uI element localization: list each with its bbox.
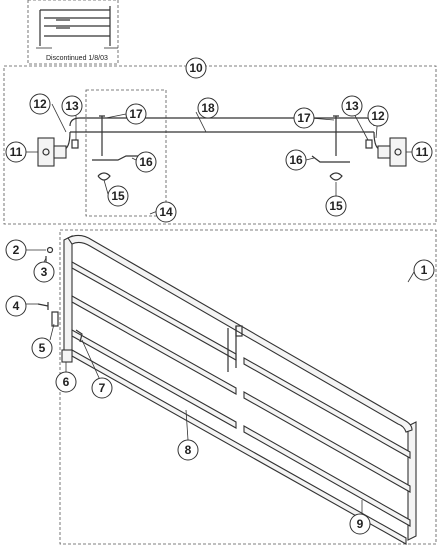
svg-text:7: 7 [99, 381, 106, 395]
svg-text:5: 5 [39, 341, 46, 355]
callout-12-right: 12 [367, 105, 389, 127]
callout-10: 10 [185, 57, 207, 79]
callout-1: 1 [413, 259, 435, 281]
svg-text:11: 11 [10, 145, 23, 159]
side-rail [63, 234, 417, 545]
svg-text:16: 16 [289, 153, 303, 167]
callout-16-left: 16 [135, 151, 157, 173]
svg-text:16: 16 [139, 155, 153, 169]
svg-text:8: 8 [185, 443, 192, 457]
callout-2: 2 [5, 239, 27, 261]
svg-text:15: 15 [329, 199, 343, 213]
assembly-1-frame [59, 229, 437, 545]
callout-8: 8 [177, 439, 199, 461]
rod-18 [61, 117, 383, 151]
end-bracket-left [37, 137, 67, 167]
svg-text:13: 13 [65, 99, 79, 113]
svg-text:6: 6 [63, 375, 70, 389]
callout-13-right: 13 [341, 95, 363, 117]
svg-text:13: 13 [345, 99, 359, 113]
callout-6: 6 [55, 371, 77, 393]
inset-note: Discontinued 1/8/03 [46, 55, 108, 62]
svg-text:2: 2 [13, 243, 20, 257]
callout-4: 4 [5, 295, 27, 317]
svg-text:10: 10 [189, 61, 203, 75]
callout-12-left: 12 [29, 93, 51, 115]
callout-11-right: 11 [411, 141, 433, 163]
callout-18: 18 [197, 97, 219, 119]
callout-11-left: 11 [5, 141, 27, 163]
svg-text:11: 11 [416, 145, 429, 159]
callout-13-left: 13 [61, 95, 83, 117]
svg-text:12: 12 [371, 109, 385, 123]
svg-text:1: 1 [421, 263, 428, 277]
discontinued-inset: Discontinued 1/8/03 [27, 0, 119, 65]
callout-5: 5 [31, 337, 53, 359]
svg-text:12: 12 [33, 97, 47, 111]
callout-17-right: 17 [293, 107, 315, 129]
callout-14: 14 [155, 201, 177, 223]
assembly-10-frame [3, 65, 437, 225]
callout-16-right: 16 [285, 149, 307, 171]
svg-text:18: 18 [201, 101, 215, 115]
callout-15-right: 15 [325, 195, 347, 217]
end-bracket-right [377, 137, 407, 167]
svg-text:3: 3 [41, 265, 48, 279]
callout-3: 3 [33, 261, 55, 283]
svg-text:9: 9 [357, 517, 364, 531]
callout-17-left: 17 [125, 103, 147, 125]
svg-text:17: 17 [129, 107, 143, 121]
svg-text:15: 15 [111, 189, 125, 203]
callout-7: 7 [91, 377, 113, 399]
callout-15-left: 15 [107, 185, 129, 207]
svg-text:4: 4 [13, 299, 20, 313]
svg-text:14: 14 [159, 205, 173, 219]
assembly-14-frame [85, 89, 167, 217]
callout-9: 9 [349, 513, 371, 535]
svg-text:17: 17 [297, 111, 311, 125]
